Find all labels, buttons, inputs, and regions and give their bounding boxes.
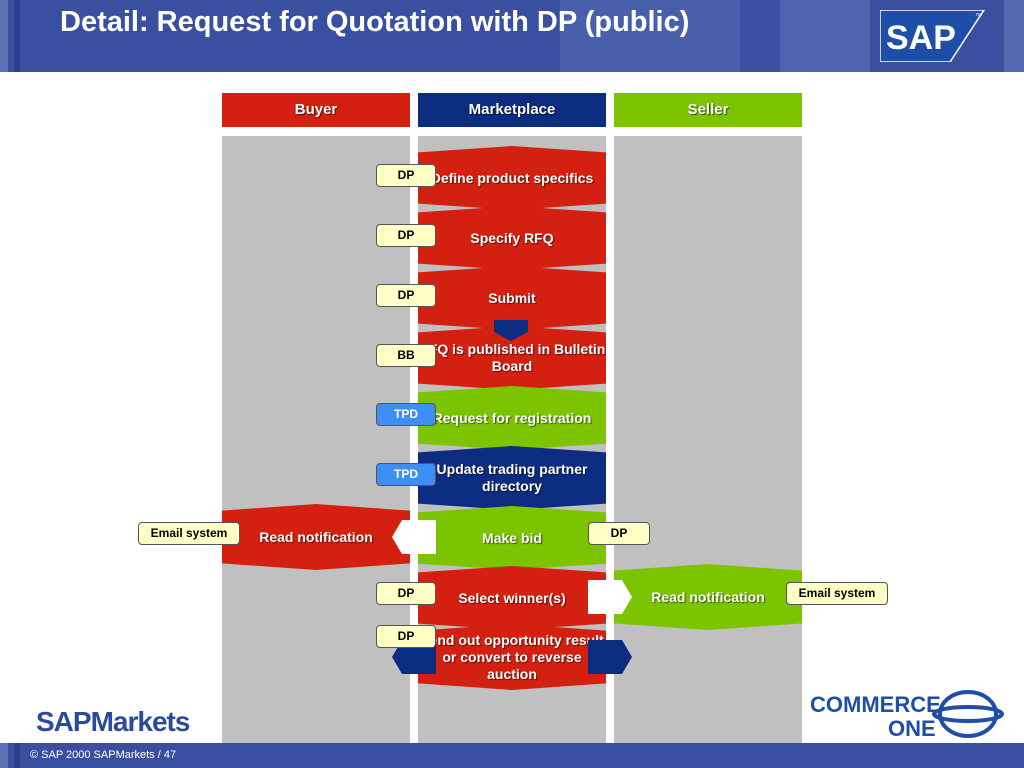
footer-text: © SAP 2000 SAPMarkets / 47 bbox=[30, 749, 177, 761]
step-specify-rfq[interactable]: Specify RFQ bbox=[418, 206, 606, 270]
arrow-right-white-icon bbox=[588, 580, 632, 614]
arrow-right-navy-icon bbox=[588, 640, 632, 674]
step-select-winners[interactable]: Select winner(s) bbox=[418, 566, 606, 630]
tag-email-system: Email system bbox=[138, 522, 240, 545]
tag-tpd: TPD bbox=[376, 463, 436, 486]
sapmarkets-logo: SAPMarkets bbox=[36, 706, 190, 737]
buyer-read-notification[interactable]: Read notification bbox=[222, 504, 410, 570]
lane-header-seller: Seller bbox=[614, 93, 802, 127]
lane-header-marketplace: Marketplace bbox=[418, 93, 606, 127]
commerce-one-line2: ONE bbox=[888, 716, 936, 741]
step-request-for-registration[interactable]: Request for registration bbox=[418, 386, 606, 450]
tag-dp: DP bbox=[376, 164, 436, 187]
tag-dp: DP bbox=[376, 224, 436, 247]
tag-email-system: Email system bbox=[786, 582, 888, 605]
lane-seller bbox=[614, 136, 802, 750]
seller-read-notification[interactable]: Read notification bbox=[614, 564, 802, 630]
arrow-left-white-icon bbox=[392, 520, 436, 554]
arrow-left-navy-icon bbox=[392, 640, 436, 674]
step-submit[interactable]: Submit bbox=[418, 266, 606, 330]
step-send-out-opportunity[interactable]: Send out opportunity result or convert t… bbox=[418, 624, 606, 690]
svg-text:™: ™ bbox=[975, 13, 982, 20]
tag-dp: DP bbox=[376, 625, 436, 648]
commerce-one-line1: COMMERCE bbox=[810, 692, 941, 717]
tag-dp: DP bbox=[376, 582, 436, 605]
submit-arrow-icon bbox=[494, 320, 528, 341]
tag-dp: DP bbox=[588, 522, 650, 545]
tag-bb: BB bbox=[376, 344, 436, 367]
lane-header-buyer: Buyer bbox=[222, 93, 410, 127]
footer-bar bbox=[0, 743, 1024, 768]
tag-tpd: TPD bbox=[376, 403, 436, 426]
sap-logo-text: SAP bbox=[886, 19, 956, 57]
commerce-one-logo: COMMERCE ONE bbox=[810, 690, 1004, 741]
step-make-bid[interactable]: Make bid bbox=[418, 506, 606, 570]
sap-logo: SAP ™ bbox=[880, 10, 985, 62]
step-define-product-specifics[interactable]: Define product specifics bbox=[418, 146, 606, 210]
page-title: Detail: Request for Quotation with DP (p… bbox=[60, 6, 690, 38]
header-bar bbox=[0, 0, 1024, 72]
step-update-trading-partner-directory[interactable]: Update trading partner directory bbox=[418, 446, 606, 510]
tag-dp: DP bbox=[376, 284, 436, 307]
